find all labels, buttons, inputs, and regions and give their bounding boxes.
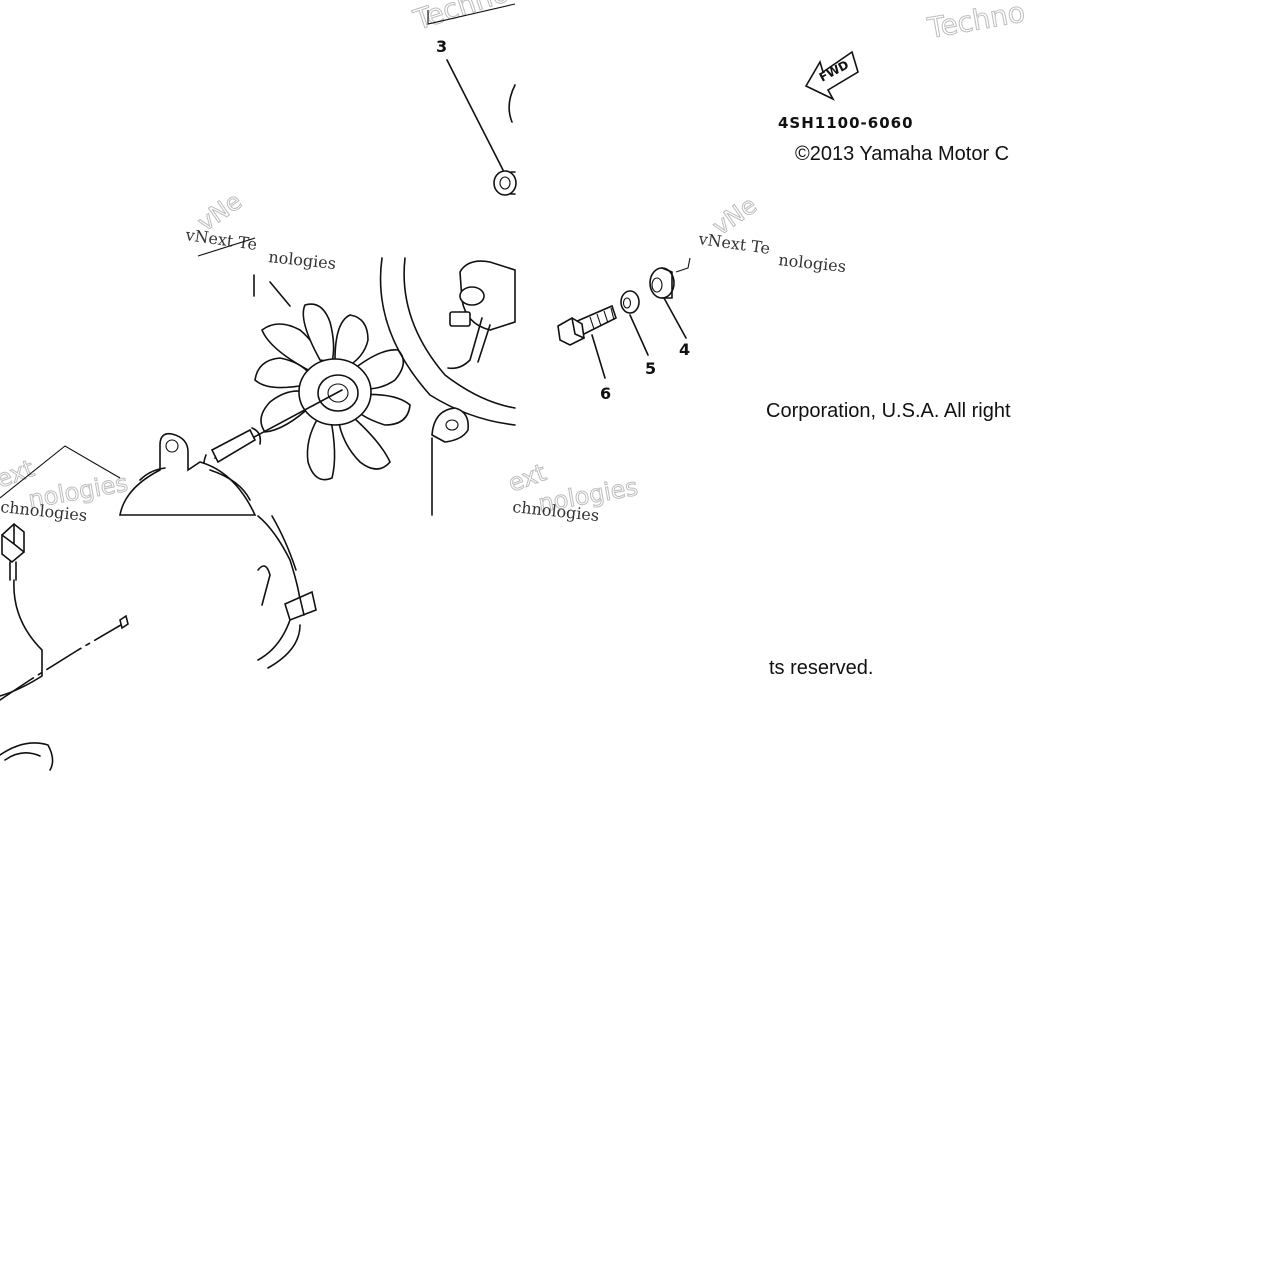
shaft-end [119, 614, 129, 630]
connector-plug [1, 522, 25, 564]
tile-middle-right: vNext Te vNe nologies 4 5 6 Corporation,… [504, 191, 1011, 526]
fan-blades [254, 303, 411, 481]
washer-part-5 [620, 290, 640, 314]
watermark-fragment-left: nologies [268, 247, 337, 273]
shroud-inner [403, 257, 516, 409]
callout-3: 3 [436, 37, 447, 56]
nut-part [493, 170, 517, 196]
tile-top: Techno 3 [409, 0, 517, 196]
tile-lower-middle [257, 515, 317, 669]
tile-middle-left: vNext Te vNe nologies [0, 187, 516, 525]
wire-harness [0, 579, 43, 697]
bracket-tick [675, 257, 691, 273]
copyright-line-3: ts reserved. [769, 657, 873, 679]
housing-lower2 [267, 624, 301, 669]
copyright-line-2: Corporation, U.S.A. All right [766, 400, 1011, 422]
leader-line-6 [591, 334, 606, 379]
motor-boss [447, 260, 516, 370]
watermark-fragment-right: nologies [778, 250, 847, 276]
fan-leader [253, 274, 291, 307]
hose-clamp [284, 590, 317, 622]
bracket-line [197, 237, 256, 257]
collar-part-4 [649, 267, 675, 299]
callout-4: 4 [679, 340, 690, 359]
callout-5: 5 [645, 359, 656, 378]
shroud-outer [379, 257, 516, 426]
copyright-line-1: ©2013 Yamaha Motor C [795, 143, 1009, 165]
bolt-part-6 [557, 304, 617, 346]
leader-line-3 [446, 59, 504, 171]
body-edge [508, 84, 516, 123]
ring-inner [4, 752, 41, 761]
leader-line-5 [629, 314, 649, 356]
housing-curve [257, 515, 301, 601]
tile-lower-left [0, 522, 129, 771]
housing-rim [271, 515, 297, 571]
axis-line [0, 621, 127, 701]
mount-ear [431, 407, 470, 516]
housing-lower [257, 619, 291, 661]
bracket-edge [427, 3, 516, 25]
callout-6: 6 [600, 384, 611, 403]
part-number: 4SH1100-6060 [778, 114, 914, 132]
frame-edge [0, 445, 121, 499]
watermark-top-left: Techno [409, 0, 513, 37]
tile-lower-right: ts reserved. [769, 657, 873, 679]
watermark-top-right: Techno [925, 0, 1028, 45]
ring-part [0, 742, 54, 771]
wire-stub [9, 561, 17, 581]
fwd-arrow: FWD [804, 50, 859, 101]
motor-housing [119, 432, 257, 516]
watermark-caption-left: vNext Te [183, 225, 258, 254]
housing-lip [257, 565, 271, 606]
leader-line-4 [663, 297, 687, 339]
tile-top-right: Techno FWD 4SH1100-6060 ©2013 Yamaha Mot… [778, 0, 1028, 165]
